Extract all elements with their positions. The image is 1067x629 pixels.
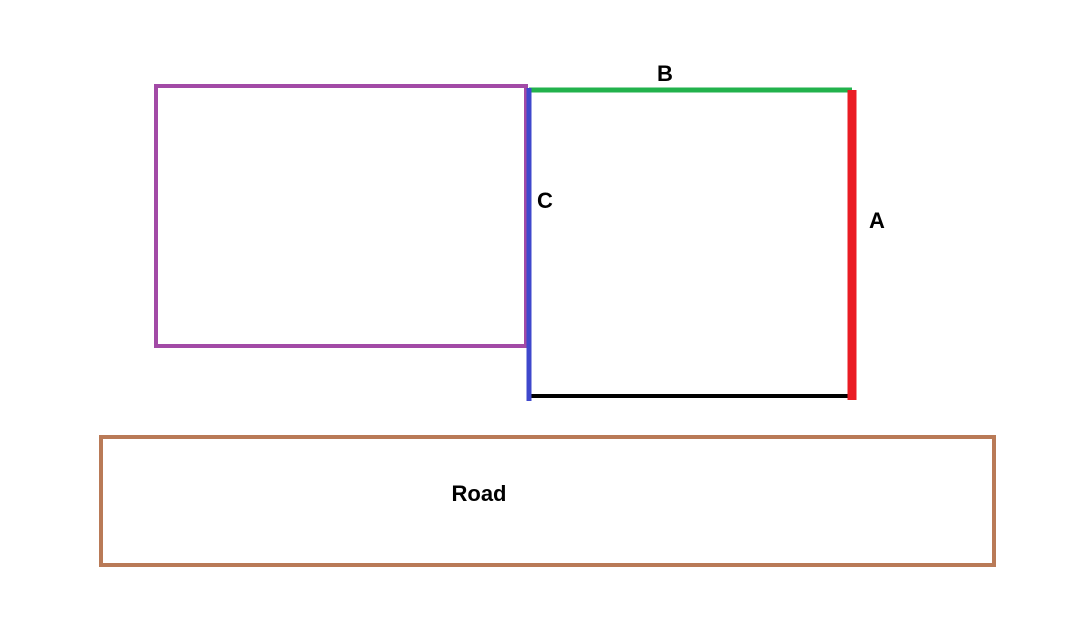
neighbor-lot-outline: [154, 84, 528, 348]
label-road: Road: [452, 481, 507, 506]
label-c: C: [537, 188, 553, 213]
road-outline: [99, 435, 996, 567]
label-b: B: [657, 61, 673, 86]
label-a: A: [869, 208, 885, 233]
